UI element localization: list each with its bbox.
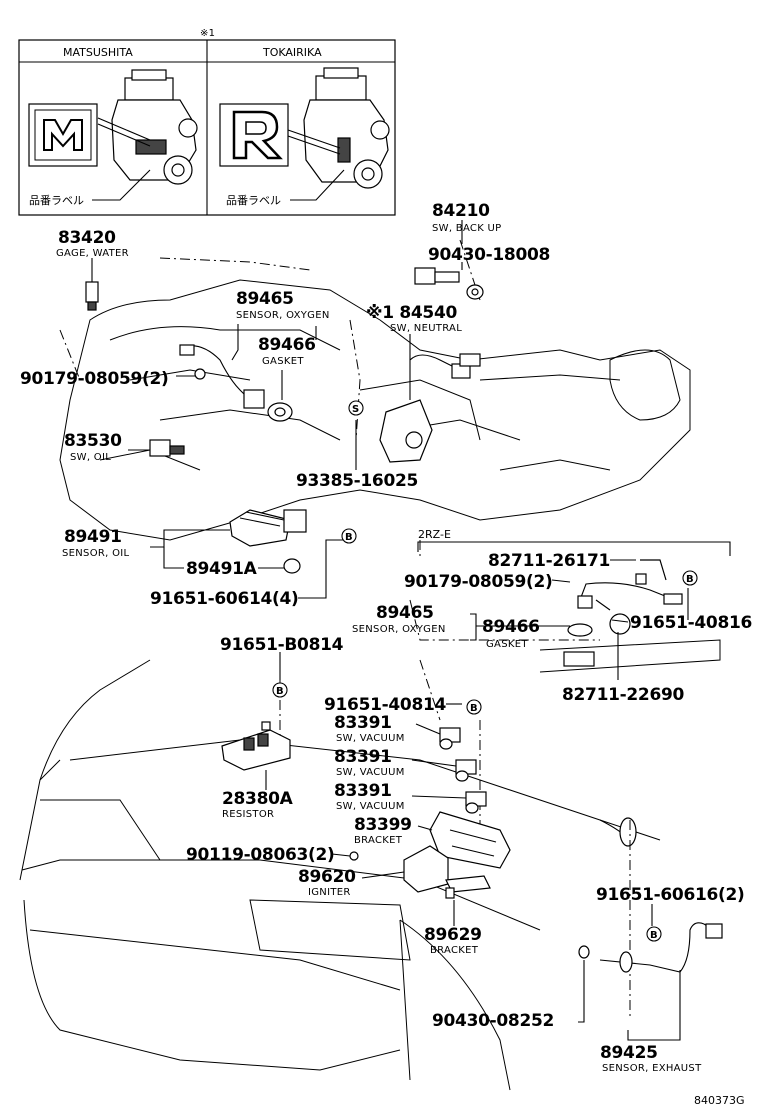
part-name: GASKET <box>262 356 304 367</box>
part-name: RESISTOR <box>222 809 274 820</box>
part-name: SW, NEUTRAL <box>390 323 462 334</box>
gasket-icon <box>267 402 293 422</box>
callout-b: B <box>466 699 482 715</box>
part-number: 89620 <box>298 867 356 887</box>
part-number: 89629 <box>424 925 482 945</box>
part-labels: 83420 GAGE, WATER 84210 SW, BACK UP 9043… <box>20 201 752 1074</box>
part-name: IGNITER <box>308 887 351 898</box>
part-number: 89465 <box>376 603 434 623</box>
inset-label-right: 品番ラベル <box>226 194 281 207</box>
part-number: 91651-B0814 <box>220 635 344 655</box>
callout-b: B <box>341 528 357 544</box>
part-number: 89425 <box>600 1043 658 1063</box>
part-number: 83420 <box>58 228 116 248</box>
vacuum-switch-icon <box>439 727 461 750</box>
neutral-switch-sketch-left <box>97 69 198 185</box>
part-name: GASKET <box>486 639 528 650</box>
section-label-2rz-e: 2RZ-E <box>418 528 451 541</box>
vacuum-switch-icon <box>455 759 477 782</box>
car-body-outline <box>19 659 661 1091</box>
part-number: 90119-08063(2) <box>186 845 335 865</box>
tokairika-logo-icon <box>219 103 289 167</box>
svg-text:B: B <box>470 703 478 714</box>
part-number: 90179-08059(2) <box>20 369 169 389</box>
part-number: ※1 84540 <box>366 303 457 323</box>
oil-switch-icon <box>149 439 185 457</box>
drawing-code: 840373G <box>694 1094 745 1107</box>
callout-markers: S B B B B B <box>272 400 698 942</box>
callout-b: B <box>646 926 662 942</box>
vacuum-switch-icon <box>465 791 487 814</box>
part-name: SENSOR, OXYGEN <box>352 624 446 635</box>
part-number: 83391 <box>334 747 392 767</box>
part-name: SENSOR, OIL <box>62 548 129 559</box>
part-number: 91651-60616(2) <box>596 885 745 905</box>
part-number: 91651-40816 <box>630 613 752 633</box>
part-number: 89491A <box>186 559 258 579</box>
inset-label-left: 品番ラベル <box>29 194 84 207</box>
inset-panel: ※1 MATSUSHITA TOKAIRIKA <box>18 28 396 216</box>
engine-outline <box>59 279 691 541</box>
igniter-icon <box>349 845 491 899</box>
part-number: 83391 <box>334 713 392 733</box>
part-number: 90179-08059(2) <box>404 572 553 592</box>
matsushita-logo-icon <box>28 103 98 167</box>
part-name: SW, VACUUM <box>336 733 405 744</box>
svg-text:B: B <box>276 686 284 697</box>
part-number: 91651-40814 <box>324 695 447 715</box>
oil-sensor-icon <box>229 509 307 574</box>
part-name: BRACKET <box>354 835 403 846</box>
neutral-switch-sketch-right <box>287 67 390 189</box>
exhaust-sensor-icon <box>578 922 723 973</box>
neutral-switch-icon <box>379 353 481 463</box>
part-number: 83391 <box>334 781 392 801</box>
oxygen-sensor-lower-icon <box>539 559 721 673</box>
part-name: SW, BACK UP <box>432 223 502 234</box>
backup-switch-icon <box>414 267 484 300</box>
part-number: 84210 <box>432 201 490 221</box>
svg-text:S: S <box>352 404 359 415</box>
part-number: 93385-16025 <box>296 471 418 491</box>
part-number: 89491 <box>64 527 122 547</box>
part-number: 28380A <box>222 789 294 809</box>
part-number: 82711-26171 <box>488 551 610 571</box>
inset-title-matsushita: MATSUSHITA <box>63 46 133 59</box>
inset-title-tokairika: TOKAIRIKA <box>262 46 322 59</box>
part-number: 90430-08252 <box>432 1011 554 1031</box>
part-name: GAGE, WATER <box>56 248 129 259</box>
water-gage-icon <box>85 281 99 311</box>
resistor-icon <box>221 721 291 771</box>
part-number: 82711-22690 <box>562 685 685 705</box>
part-name: SW, VACUUM <box>336 801 405 812</box>
part-name: SW, OIL <box>70 452 111 463</box>
callout-b: B <box>272 682 288 698</box>
leader-lines <box>91 220 731 1041</box>
callout-b: B <box>682 570 698 586</box>
part-name: SW, VACUUM <box>336 767 405 778</box>
part-number: 89466 <box>482 617 540 637</box>
svg-text:B: B <box>650 930 658 941</box>
part-number: 83399 <box>354 815 412 835</box>
svg-text:B: B <box>345 532 353 543</box>
part-number: 90430-18008 <box>428 245 550 265</box>
inset-mark: ※1 <box>200 28 215 39</box>
part-name: BRACKET <box>430 945 479 956</box>
part-name: SENSOR, EXHAUST <box>602 1063 702 1074</box>
part-number: 89465 <box>236 289 294 309</box>
part-name: SENSOR, OXYGEN <box>236 310 330 321</box>
svg-text:B: B <box>686 574 694 585</box>
part-number: 89466 <box>258 335 316 355</box>
part-number: 91651-60614(4) <box>150 589 299 609</box>
part-sketches <box>85 267 723 973</box>
callout-s: S <box>348 400 364 416</box>
part-number: 83530 <box>64 431 122 451</box>
oxygen-sensor-icon <box>179 344 265 409</box>
